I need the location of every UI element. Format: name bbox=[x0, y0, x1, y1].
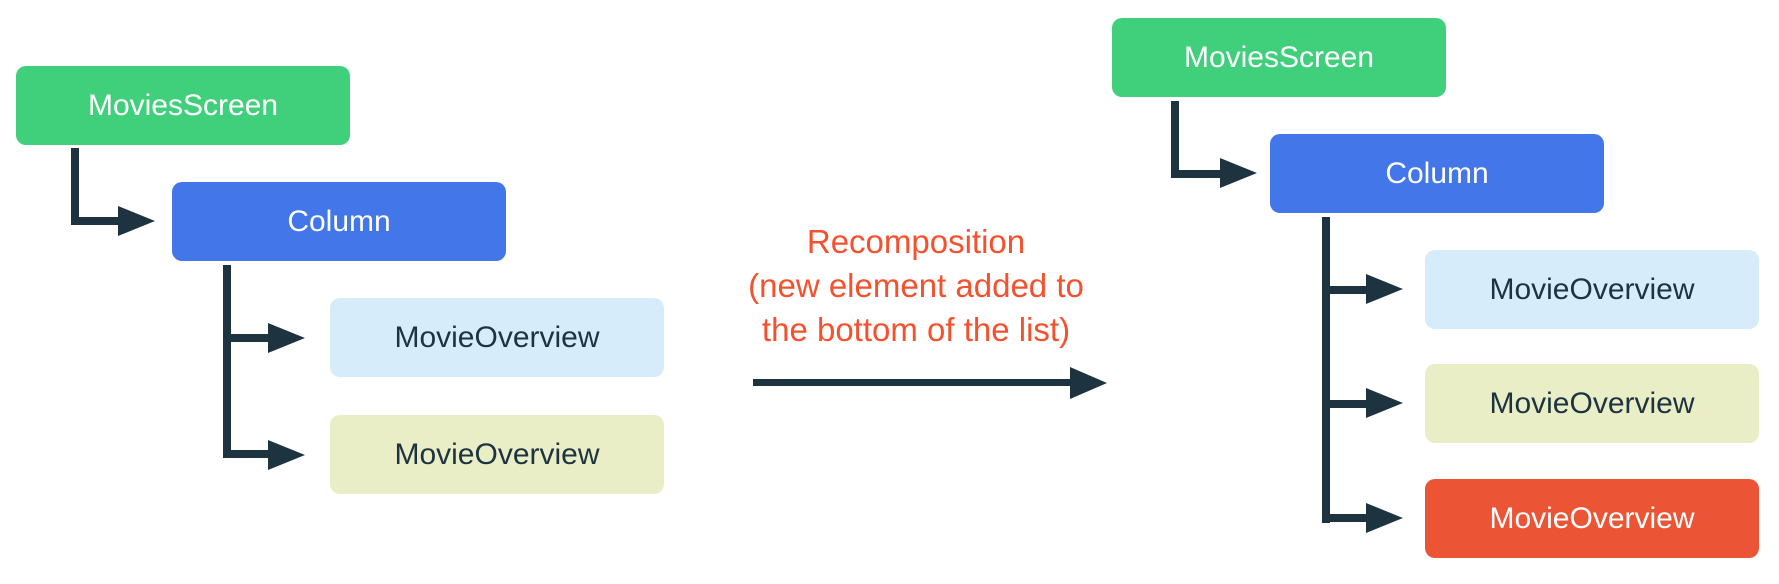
left-branch2-arrowhead-icon bbox=[268, 440, 305, 470]
right-branch2-arrowhead-icon bbox=[1366, 388, 1403, 418]
left-column-elbow-vertical-line bbox=[223, 265, 231, 458]
right-root-elbow-vertical-line bbox=[1171, 101, 1179, 178]
right-tree-movieoverview-1: MovieOverview bbox=[1425, 250, 1759, 329]
right-column-elbow-vertical-line bbox=[1322, 217, 1330, 523]
left-root-elbow-horizontal-line bbox=[71, 217, 120, 225]
left-tree-movieoverview-1: MovieOverview bbox=[330, 298, 664, 377]
recomposition-arrowhead-icon bbox=[1070, 367, 1107, 399]
right-tree-column: Column bbox=[1270, 134, 1604, 213]
left-branch1-horizontal-line bbox=[223, 334, 268, 342]
right-branch3-arrowhead-icon bbox=[1366, 503, 1403, 533]
left-branch2-horizontal-line bbox=[223, 450, 268, 458]
right-branch1-horizontal-line bbox=[1322, 286, 1366, 294]
right-tree-movieoverview-3-new: MovieOverview bbox=[1425, 479, 1759, 558]
recomposition-caption: Recomposition (new element added to the … bbox=[616, 220, 1216, 352]
recomposition-caption-line3: the bottom of the list) bbox=[761, 311, 1071, 348]
right-branch2-horizontal-line bbox=[1322, 400, 1366, 408]
recomposition-caption-line2: (new element added to bbox=[748, 267, 1084, 304]
right-tree-root-moviesscreen: MoviesScreen bbox=[1112, 18, 1446, 97]
left-tree-root-moviesscreen: MoviesScreen bbox=[16, 66, 350, 145]
left-tree-column: Column bbox=[172, 182, 506, 261]
left-root-elbow-vertical-line bbox=[71, 148, 79, 225]
left-root-arrowhead-icon bbox=[118, 206, 155, 236]
right-root-elbow-horizontal-line bbox=[1171, 170, 1220, 178]
right-root-arrowhead-icon bbox=[1220, 158, 1257, 188]
recomposition-arrow-shaft bbox=[753, 379, 1072, 386]
left-tree-movieoverview-2: MovieOverview bbox=[330, 415, 664, 494]
right-branch3-horizontal-line bbox=[1322, 514, 1366, 522]
right-tree-movieoverview-2: MovieOverview bbox=[1425, 364, 1759, 443]
left-branch1-arrowhead-icon bbox=[268, 323, 305, 353]
recomposition-caption-line1: Recomposition bbox=[806, 223, 1026, 260]
right-branch1-arrowhead-icon bbox=[1366, 274, 1403, 304]
